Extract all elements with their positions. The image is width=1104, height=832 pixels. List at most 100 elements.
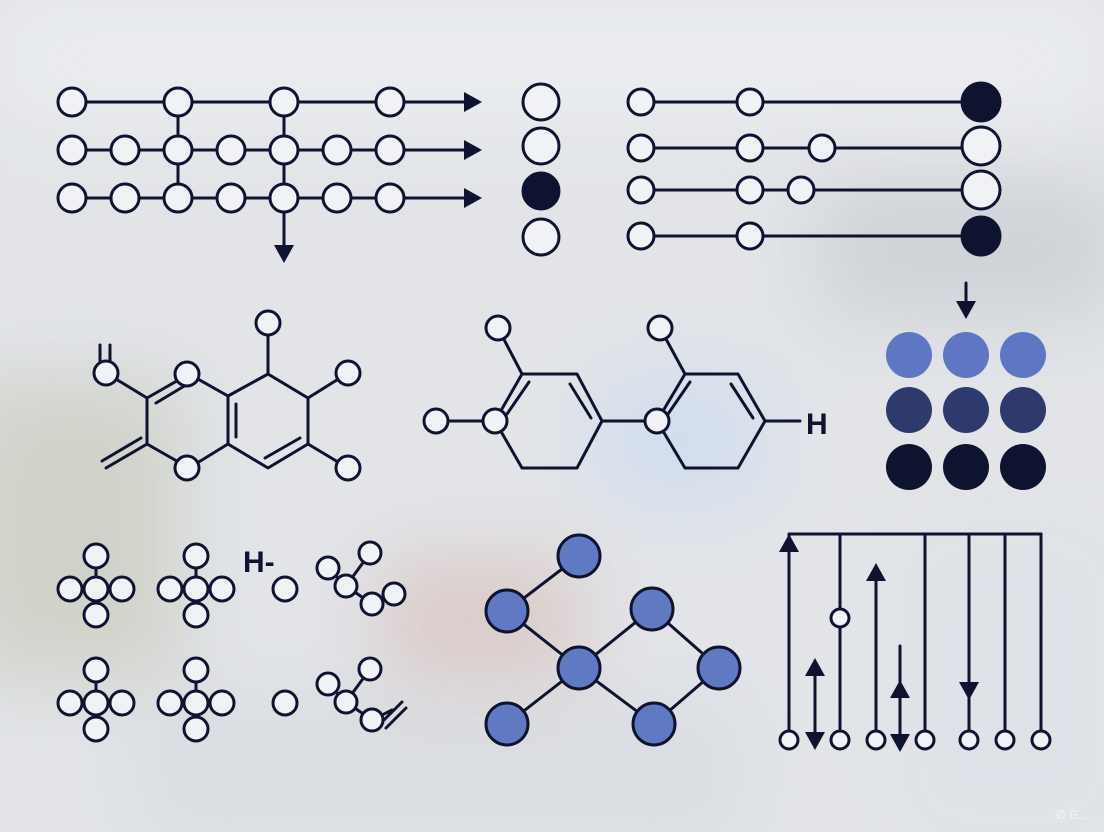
single-atom <box>271 575 299 603</box>
hydrogen-ion-label: H- <box>243 546 275 579</box>
measurement-node <box>786 175 816 205</box>
atom <box>173 360 201 388</box>
circuit-node <box>321 182 353 214</box>
grid-dot <box>943 387 989 433</box>
cluster-atom <box>182 656 210 684</box>
down-arrow-icon <box>959 682 979 700</box>
atom <box>481 407 509 435</box>
cluster-atom <box>82 601 110 629</box>
down-arrow-icon <box>956 301 976 319</box>
bond-line <box>104 442 149 470</box>
cluster-atom <box>82 542 110 570</box>
bond-line <box>263 436 302 460</box>
bond-line <box>100 436 143 463</box>
graph-node <box>484 701 530 747</box>
empty-output-node <box>960 169 1002 211</box>
hydrogen-label: H <box>806 408 828 441</box>
circuit-node <box>374 134 406 166</box>
grid-dot <box>943 332 989 378</box>
circuit-node <box>374 86 406 118</box>
circuit-node <box>162 182 194 214</box>
filled-output-node <box>960 81 1002 123</box>
grid-dot <box>886 387 932 433</box>
bond-line <box>380 700 404 724</box>
measurement-node <box>735 133 765 163</box>
measurement-node <box>626 133 656 163</box>
terminal-node <box>958 729 980 751</box>
cluster-atom <box>108 689 136 717</box>
circuit-node <box>162 86 194 118</box>
cluster-atom <box>82 575 110 603</box>
up-arrow-icon <box>805 658 825 676</box>
circuit-node <box>321 134 353 166</box>
atom <box>334 454 362 482</box>
cluster-atom <box>156 575 184 603</box>
graph-node <box>631 701 677 747</box>
cluster-atom <box>182 542 210 570</box>
terminal-node <box>778 729 800 751</box>
atom <box>92 359 120 387</box>
chain-atom <box>381 581 407 607</box>
ring-bond <box>655 372 767 470</box>
measurement-node <box>735 87 765 117</box>
graph-node <box>556 645 602 691</box>
ring-bond <box>226 372 310 470</box>
grid-dot <box>943 444 989 490</box>
circuit-node <box>56 182 88 214</box>
measurement-node <box>626 221 656 251</box>
down-arrow-icon <box>805 732 825 750</box>
up-arrow-icon <box>866 563 886 581</box>
cluster-atom <box>82 689 110 717</box>
grid-dot <box>1000 444 1046 490</box>
circuit-node <box>56 86 88 118</box>
chain-atom <box>359 707 385 733</box>
terminal-node <box>994 729 1016 751</box>
ring-bond <box>145 372 230 470</box>
circuit-node <box>268 134 300 166</box>
circuit-node <box>268 86 300 118</box>
empty-state-node <box>521 217 561 257</box>
graph-node <box>484 588 530 634</box>
cluster-atom <box>182 689 210 717</box>
measurement-node <box>626 87 656 117</box>
up-arrow-icon <box>890 680 910 698</box>
bond-line <box>729 382 755 420</box>
terminal-node <box>914 729 936 751</box>
bond-line <box>384 706 408 730</box>
cluster-atom <box>182 715 210 743</box>
cluster-atom <box>82 656 110 684</box>
measurement-node <box>735 221 765 251</box>
measurement-node <box>735 175 765 205</box>
cluster-atom <box>208 575 236 603</box>
up-arrow-icon <box>779 534 799 552</box>
circuit-node <box>56 134 88 166</box>
chain-atom <box>357 656 383 682</box>
empty-state-node <box>521 126 561 166</box>
cluster-atom <box>156 689 184 717</box>
empty-state-node <box>521 82 561 122</box>
right-arrow-icon <box>464 188 482 208</box>
signal-node <box>829 607 851 629</box>
right-arrow-icon <box>464 92 482 112</box>
atom <box>334 359 362 387</box>
down-arrow-icon <box>274 245 294 263</box>
bond-line <box>568 382 593 420</box>
grid-dot <box>1000 387 1046 433</box>
bond-line <box>154 383 188 405</box>
atom <box>254 309 282 337</box>
terminal-node <box>829 729 851 751</box>
atom <box>484 314 512 342</box>
chain-atom <box>333 689 359 715</box>
ring-bond <box>493 372 604 470</box>
cluster-atom <box>182 601 210 629</box>
atom <box>422 407 450 435</box>
bond-line <box>505 380 531 416</box>
down-arrow-icon <box>890 734 910 752</box>
cluster-atom <box>182 575 210 603</box>
grid-dot <box>886 332 932 378</box>
grid-dot <box>1000 332 1046 378</box>
circuit-node <box>109 182 141 214</box>
chain-atom <box>315 671 341 697</box>
